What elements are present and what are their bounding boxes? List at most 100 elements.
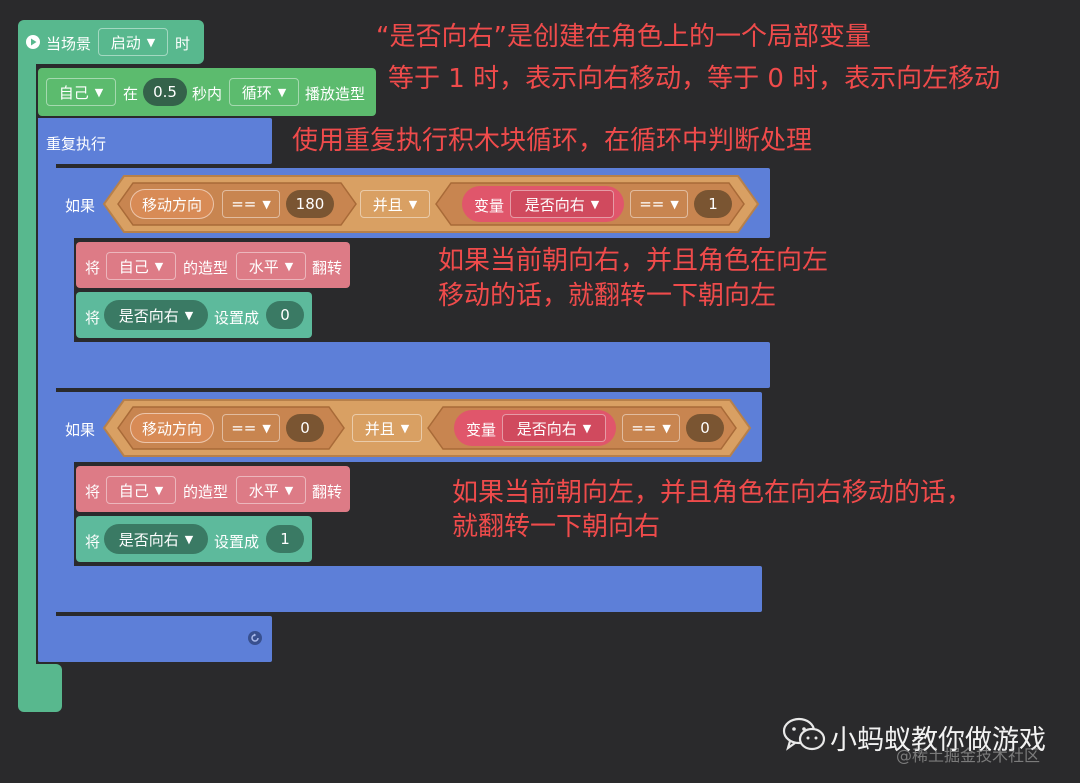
value-label: 0	[280, 306, 290, 324]
flip-dir-label: 水平	[248, 481, 279, 500]
annotation-if1-line1: 如果当前朝向右，并且角色在向左	[438, 246, 829, 276]
if-2-left-op-dropdown[interactable]: == ▼	[222, 414, 280, 442]
event-hat-block[interactable]	[18, 20, 204, 64]
flip-action-label: 翻转	[312, 259, 343, 277]
if-block-1-spine	[56, 168, 74, 388]
if-2-left-value-input[interactable]: 0	[286, 414, 324, 442]
if-2-variable-prefix: 变量	[466, 421, 497, 439]
if-1-logic-dropdown[interactable]: 并且 ▼	[360, 190, 430, 218]
if-2-move-direction[interactable]: 移动方向	[130, 413, 214, 443]
if-1-variable-prefix: 变量	[474, 197, 505, 215]
anim-action-label: 播放造型	[305, 85, 366, 103]
set-will-label: 将	[85, 309, 101, 327]
play-icon	[26, 35, 40, 49]
if-1-left-value-input[interactable]: 180	[286, 190, 334, 218]
set-will-label: 将	[85, 533, 101, 551]
repeat-forever-footer	[38, 616, 272, 662]
trigger-event-label: 启动	[110, 33, 141, 52]
op-label: ==	[231, 419, 257, 437]
if-2-set-variable-dropdown[interactable]: 是否向右 ▼	[104, 524, 208, 554]
if-2-logic-dropdown[interactable]: 并且 ▼	[352, 414, 422, 442]
repeat-forever-label: 重复执行	[46, 135, 107, 153]
trigger-prefix: 当场景	[46, 35, 92, 53]
chevron-down-icon: ▼	[408, 197, 418, 211]
chevron-down-icon: ▼	[284, 483, 294, 497]
variable-name-label: 是否向右	[118, 530, 179, 549]
if-2-right-op-dropdown[interactable]: == ▼	[622, 414, 680, 442]
if-block-2-spine	[56, 392, 74, 612]
if-2-set-value-input[interactable]: 1	[266, 525, 304, 553]
if-1-flip-dir-dropdown[interactable]: 水平 ▼	[236, 252, 306, 280]
if-2-right-value-input[interactable]: 0	[686, 414, 724, 442]
chevron-down-icon: ▼	[582, 421, 592, 435]
value-label: 0	[700, 419, 710, 437]
anim-mode-dropdown[interactable]: 循环 ▼	[229, 78, 299, 106]
anim-target-dropdown[interactable]: 自己 ▼	[46, 78, 116, 106]
variable-name-label: 是否向右	[524, 195, 585, 214]
set-action-label: 设置成	[214, 309, 260, 327]
chevron-down-icon: ▼	[154, 483, 164, 497]
if-1-set-value-input[interactable]: 0	[266, 301, 304, 329]
repeat-forever-spine	[38, 118, 56, 660]
watermark-site: @稀土掘金技术社区	[896, 746, 1041, 765]
chevron-down-icon: ▼	[184, 308, 194, 322]
logic-label: 并且	[364, 419, 395, 438]
value-label: 180	[295, 195, 325, 213]
if-1-move-direction[interactable]: 移动方向	[130, 189, 214, 219]
annotation-variable-line1: “是否向右”是创建在角色上的一个局部变量	[376, 22, 871, 52]
chevron-down-icon: ▼	[284, 259, 294, 273]
chevron-down-icon: ▼	[590, 197, 600, 211]
if-block-1-footer	[56, 342, 770, 388]
play-animation-block[interactable]	[38, 68, 376, 116]
if-2-label: 如果	[65, 421, 96, 439]
set-action-label: 设置成	[214, 533, 260, 551]
move-direction-label: 移动方向	[141, 195, 202, 214]
flip-action-label: 翻转	[312, 483, 343, 501]
if-1-left-op-dropdown[interactable]: == ▼	[222, 190, 280, 218]
flip-dir-label: 水平	[248, 257, 279, 276]
if-1-variable-dropdown[interactable]: 是否向右 ▼	[510, 190, 614, 218]
anim-seconds-value: 0.5	[153, 83, 177, 101]
annotation-repeat: 使用重复执行积木块循环，在循环中判断处理	[292, 126, 813, 156]
anim-seconds-input[interactable]: 0.5	[143, 78, 187, 106]
if-1-right-op-dropdown[interactable]: == ▼	[630, 190, 688, 218]
watermark-brand: 小蚂蚁教你做游戏	[830, 725, 1046, 756]
annotation-if2-line1: 如果当前朝向左，并且角色在向右移动的话，	[452, 478, 973, 508]
flip-target-label: 自己	[118, 481, 149, 500]
value-label: 1	[708, 195, 718, 213]
chevron-down-icon: ▼	[184, 532, 194, 546]
trigger-suffix: 时	[175, 35, 191, 53]
trigger-event-dropdown[interactable]: 启动 ▼	[98, 28, 168, 56]
script-spine	[18, 56, 36, 676]
flip-will-label: 将	[85, 259, 101, 277]
variable-name-label: 是否向右	[516, 419, 577, 438]
repeat-forever-block[interactable]	[38, 118, 272, 164]
chevron-down-icon: ▼	[262, 421, 271, 435]
chevron-down-icon: ▼	[277, 85, 287, 99]
op-label: ==	[631, 419, 657, 437]
if-2-flip-target-dropdown[interactable]: 自己 ▼	[106, 476, 176, 504]
chevron-down-icon: ▼	[94, 85, 104, 99]
value-label: 0	[300, 419, 310, 437]
if-2-variable-dropdown[interactable]: 是否向右 ▼	[502, 414, 606, 442]
variable-name-label: 是否向右	[118, 306, 179, 325]
annotation-if1-line2: 移动的话，就翻转一下朝向左	[438, 281, 777, 311]
if-2-flip-block[interactable]	[76, 466, 350, 512]
chevron-down-icon: ▼	[154, 259, 164, 273]
flip-of-label: 的造型	[183, 483, 229, 501]
if-1-flip-target-dropdown[interactable]: 自己 ▼	[106, 252, 176, 280]
flip-will-label: 将	[85, 483, 101, 501]
if-1-right-value-input[interactable]: 1	[694, 190, 732, 218]
anim-at-label: 在	[123, 85, 139, 103]
if-1-flip-block[interactable]	[76, 242, 350, 288]
anim-mode-label: 循环	[241, 83, 272, 102]
value-label: 1	[280, 530, 290, 548]
wechat-icon	[782, 716, 828, 754]
chevron-down-icon: ▼	[146, 35, 156, 49]
script-end-cap	[18, 664, 62, 712]
annotation-if2-line2: 就翻转一下朝向右	[452, 512, 661, 542]
if-1-set-variable-dropdown[interactable]: 是否向右 ▼	[104, 300, 208, 330]
flip-target-label: 自己	[118, 257, 149, 276]
chevron-down-icon: ▼	[262, 197, 271, 211]
if-2-flip-dir-dropdown[interactable]: 水平 ▼	[236, 476, 306, 504]
